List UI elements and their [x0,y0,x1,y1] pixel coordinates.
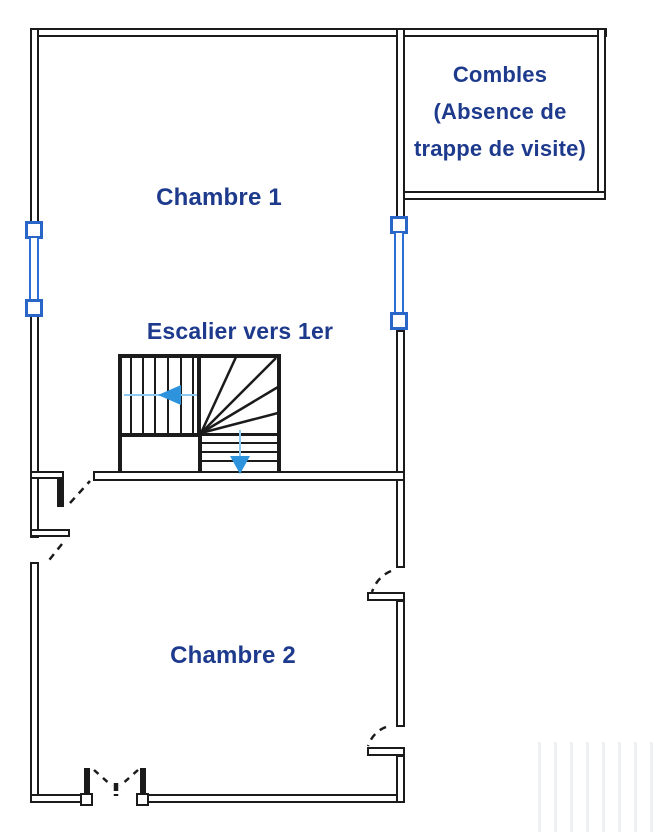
wall-door2-stub [367,747,405,756]
double-door-leaf-dashed [93,769,113,787]
stair-fan-tread [200,357,277,434]
door-swing-dashed [366,725,387,747]
stair-outline [118,354,281,473]
door-swing-dashed [370,569,392,593]
window-frame-icon [25,299,43,317]
window-pane-left [29,238,39,300]
double-door-jamb-left [84,768,90,796]
window-frame-icon [25,221,43,239]
double-door-pivot-right [136,793,149,806]
window-frame-icon [390,216,408,234]
stair-fan-tread [200,385,279,435]
wall-mid-horizontal-left [30,471,64,479]
wall-middle-mid [396,330,405,568]
wall-middle-lower [396,600,405,727]
stair-fan-tread [199,356,238,434]
stair-arrow-left-icon [158,385,181,405]
combles-line-2: (Absence de [433,99,567,124]
double-door-pivot-left [80,793,93,806]
wall-left-stub [30,529,70,537]
room-label-chambre-2: Chambre 2 [170,642,296,669]
door-jamb-interior [57,477,64,507]
stair-label: Escalier vers 1er [146,318,334,344]
room-label-chambre-1: Chambre 1 [156,184,282,211]
stair-landing-box [118,433,202,473]
wall-mid-horizontal-main [93,471,405,481]
door-swing-dashed [45,543,63,565]
door-swing-dashed [69,480,91,504]
double-door-jamb-right [140,768,146,796]
combles-line-3: trappe de visite) [413,136,587,161]
scan-artifact [538,742,664,832]
stair-divider [197,357,201,435]
stair-fan-tread [200,411,279,435]
window-frame-icon [390,312,408,330]
window-pane-middle [394,233,404,313]
double-door-leaf-dashed [119,769,139,787]
stair-arrow-down-icon [230,456,250,474]
room-label-combles: Combles (Absence de trappe de visite) [400,56,600,167]
wall-door1-stub [367,592,405,601]
wall-middle-bottom [396,755,405,803]
combles-line-1: Combles [452,62,548,87]
